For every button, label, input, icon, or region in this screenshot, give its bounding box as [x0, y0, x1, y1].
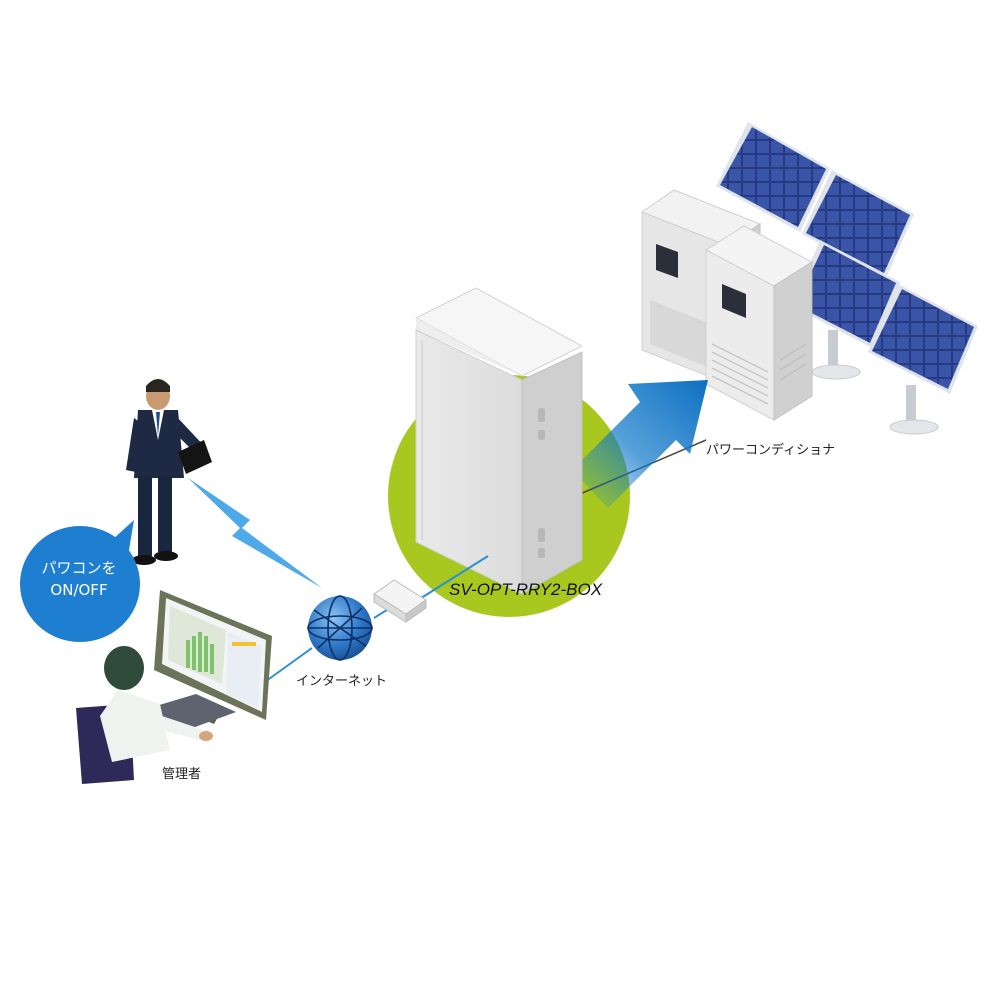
admin-label: 管理者 [162, 767, 202, 782]
cabinet-latch-upper [538, 408, 545, 422]
power-conditioner-2 [705, 225, 813, 421]
businessman-with-tablet [126, 379, 212, 565]
control-display [722, 284, 746, 318]
panel-posts [811, 330, 939, 435]
cabinet-latch-lower [538, 528, 545, 542]
solar-panel-3 [792, 240, 900, 348]
router-icon [373, 579, 427, 623]
internet-label: インターネット [296, 674, 388, 689]
control-arrow [572, 380, 708, 508]
administrator-at-computer [76, 590, 272, 784]
internet-globe-icon [307, 595, 373, 661]
power-conditioner-label: パワーコンディショナ [706, 443, 836, 458]
control-box-cabinet [414, 287, 584, 595]
bubble-line-2: ON/OFF [50, 581, 108, 599]
solar-panel-4 [868, 284, 978, 394]
solar-panels [716, 122, 978, 435]
wireless-signal-icon [188, 478, 322, 588]
bubble-line-1: パワコンを [41, 559, 117, 577]
solar-panel-2 [802, 170, 914, 278]
tablet-icon [178, 440, 212, 474]
power-conditioner-units [640, 189, 813, 421]
speech-bubble [20, 520, 140, 642]
bubble-text: パワコンを ON/OFF [18, 557, 140, 601]
device-model-label: SV-OPT-RRY2-BOX [449, 580, 603, 599]
solar-panel-1 [716, 122, 830, 232]
